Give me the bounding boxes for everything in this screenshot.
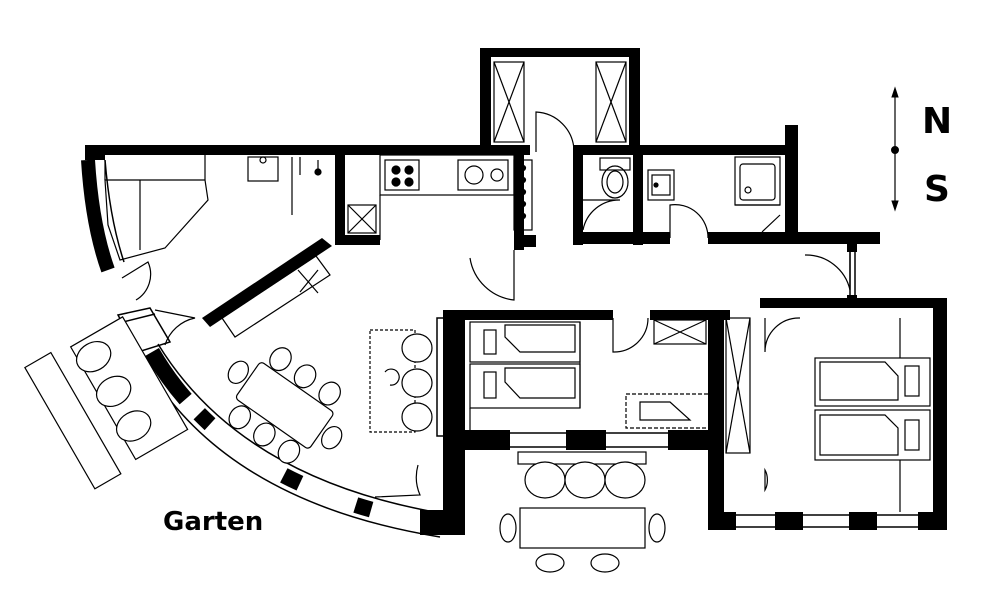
- sofa-icon: [24, 316, 189, 490]
- garden-label: Garten: [163, 507, 263, 537]
- compass-north-label: N: [922, 101, 952, 142]
- desk: [625, 393, 713, 429]
- wardrobe-icon: [221, 61, 751, 454]
- sofa-icon: [369, 329, 433, 433]
- stove-icon: [384, 159, 420, 191]
- door-swing-icon: [121, 111, 851, 498]
- sink-icon: [457, 159, 509, 191]
- bay-wall: [81, 159, 115, 273]
- kitchen-nook: [104, 155, 322, 261]
- dining-table-icon: [499, 451, 666, 573]
- bed-icon: [764, 318, 931, 512]
- kitchen-counter: [379, 154, 533, 240]
- bay-inner: [104, 159, 125, 263]
- bed-icon: [469, 321, 581, 432]
- sink-icon: [647, 169, 675, 201]
- north-south-arrow-icon: [891, 86, 899, 212]
- compass-south-label: S: [924, 169, 950, 210]
- walls: [85, 48, 947, 535]
- shower-tray-icon: [734, 156, 781, 206]
- dining-table-icon: [227, 347, 343, 464]
- toilet-icon: [599, 157, 631, 199]
